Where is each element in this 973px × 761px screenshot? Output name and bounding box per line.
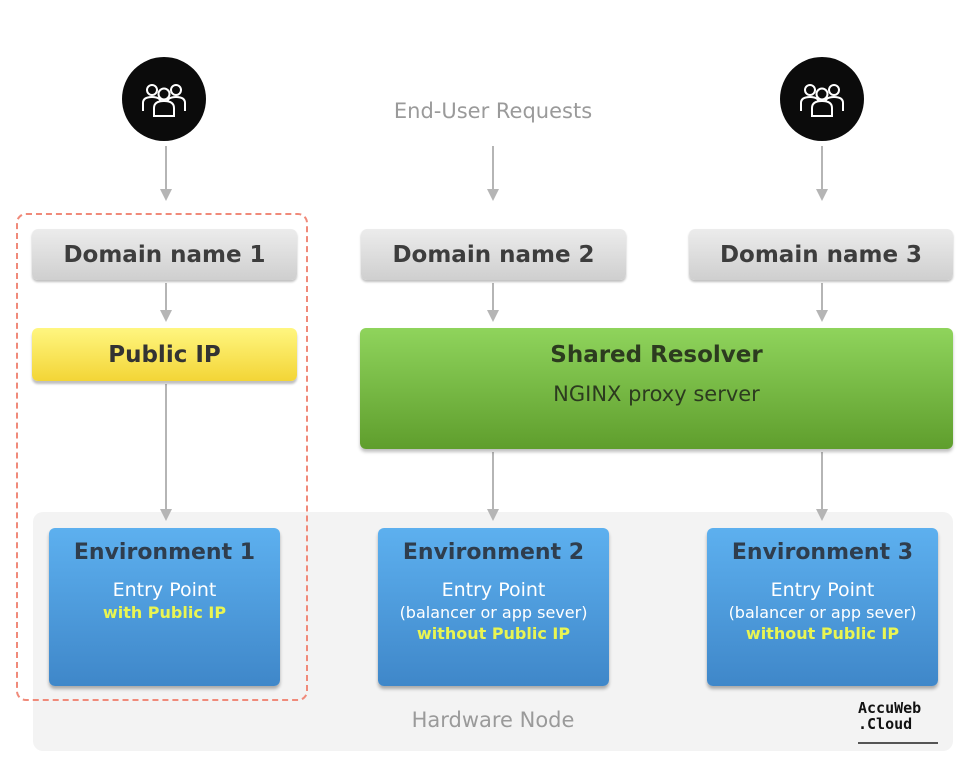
hardware-node-label: Hardware Node bbox=[411, 708, 575, 732]
logo-tagline-mark bbox=[858, 742, 938, 744]
shared-resolver-box: Shared Resolver NGINX proxy server bbox=[360, 328, 953, 449]
environment-title: Environment 3 bbox=[731, 540, 914, 565]
users-group-icon bbox=[122, 57, 206, 141]
environment-title: Environment 1 bbox=[73, 540, 256, 565]
logo-line-1: AccuWeb bbox=[858, 699, 922, 717]
end-user-requests-label: End-User Requests bbox=[393, 99, 593, 123]
environment-2-box: Environment 2 Entry Point (balancer or a… bbox=[378, 528, 609, 686]
domain-name-1-box: Domain name 1 bbox=[32, 229, 297, 280]
entry-point-label: Entry Point bbox=[441, 579, 546, 601]
logo-line-2: .Cloud bbox=[858, 715, 913, 733]
entry-point-label: Entry Point bbox=[770, 579, 875, 601]
public-ip-note: without Public IP bbox=[416, 624, 571, 643]
users-group-icon bbox=[780, 57, 864, 141]
resolver-subtitle: NGINX proxy server bbox=[553, 382, 760, 406]
domain-name-3-box: Domain name 3 bbox=[689, 229, 953, 280]
entry-point-note: (balancer or app sever) bbox=[728, 603, 917, 622]
accuweb-cloud-logo: AccuWeb .Cloud bbox=[858, 700, 944, 746]
public-ip-box: Public IP bbox=[32, 328, 297, 381]
resolver-title: Shared Resolver bbox=[550, 342, 763, 368]
public-ip-highlight bbox=[16, 213, 308, 701]
domain-name-2-box: Domain name 2 bbox=[361, 229, 626, 280]
environment-title: Environment 2 bbox=[402, 540, 585, 565]
entry-point-label: Entry Point bbox=[112, 579, 217, 601]
public-ip-note: without Public IP bbox=[745, 624, 900, 643]
environment-3-box: Environment 3 Entry Point (balancer or a… bbox=[707, 528, 938, 686]
entry-point-note: (balancer or app sever) bbox=[399, 603, 588, 622]
environment-1-box: Environment 1 Entry Point with Public IP bbox=[49, 528, 280, 686]
public-ip-note: with Public IP bbox=[102, 603, 227, 622]
